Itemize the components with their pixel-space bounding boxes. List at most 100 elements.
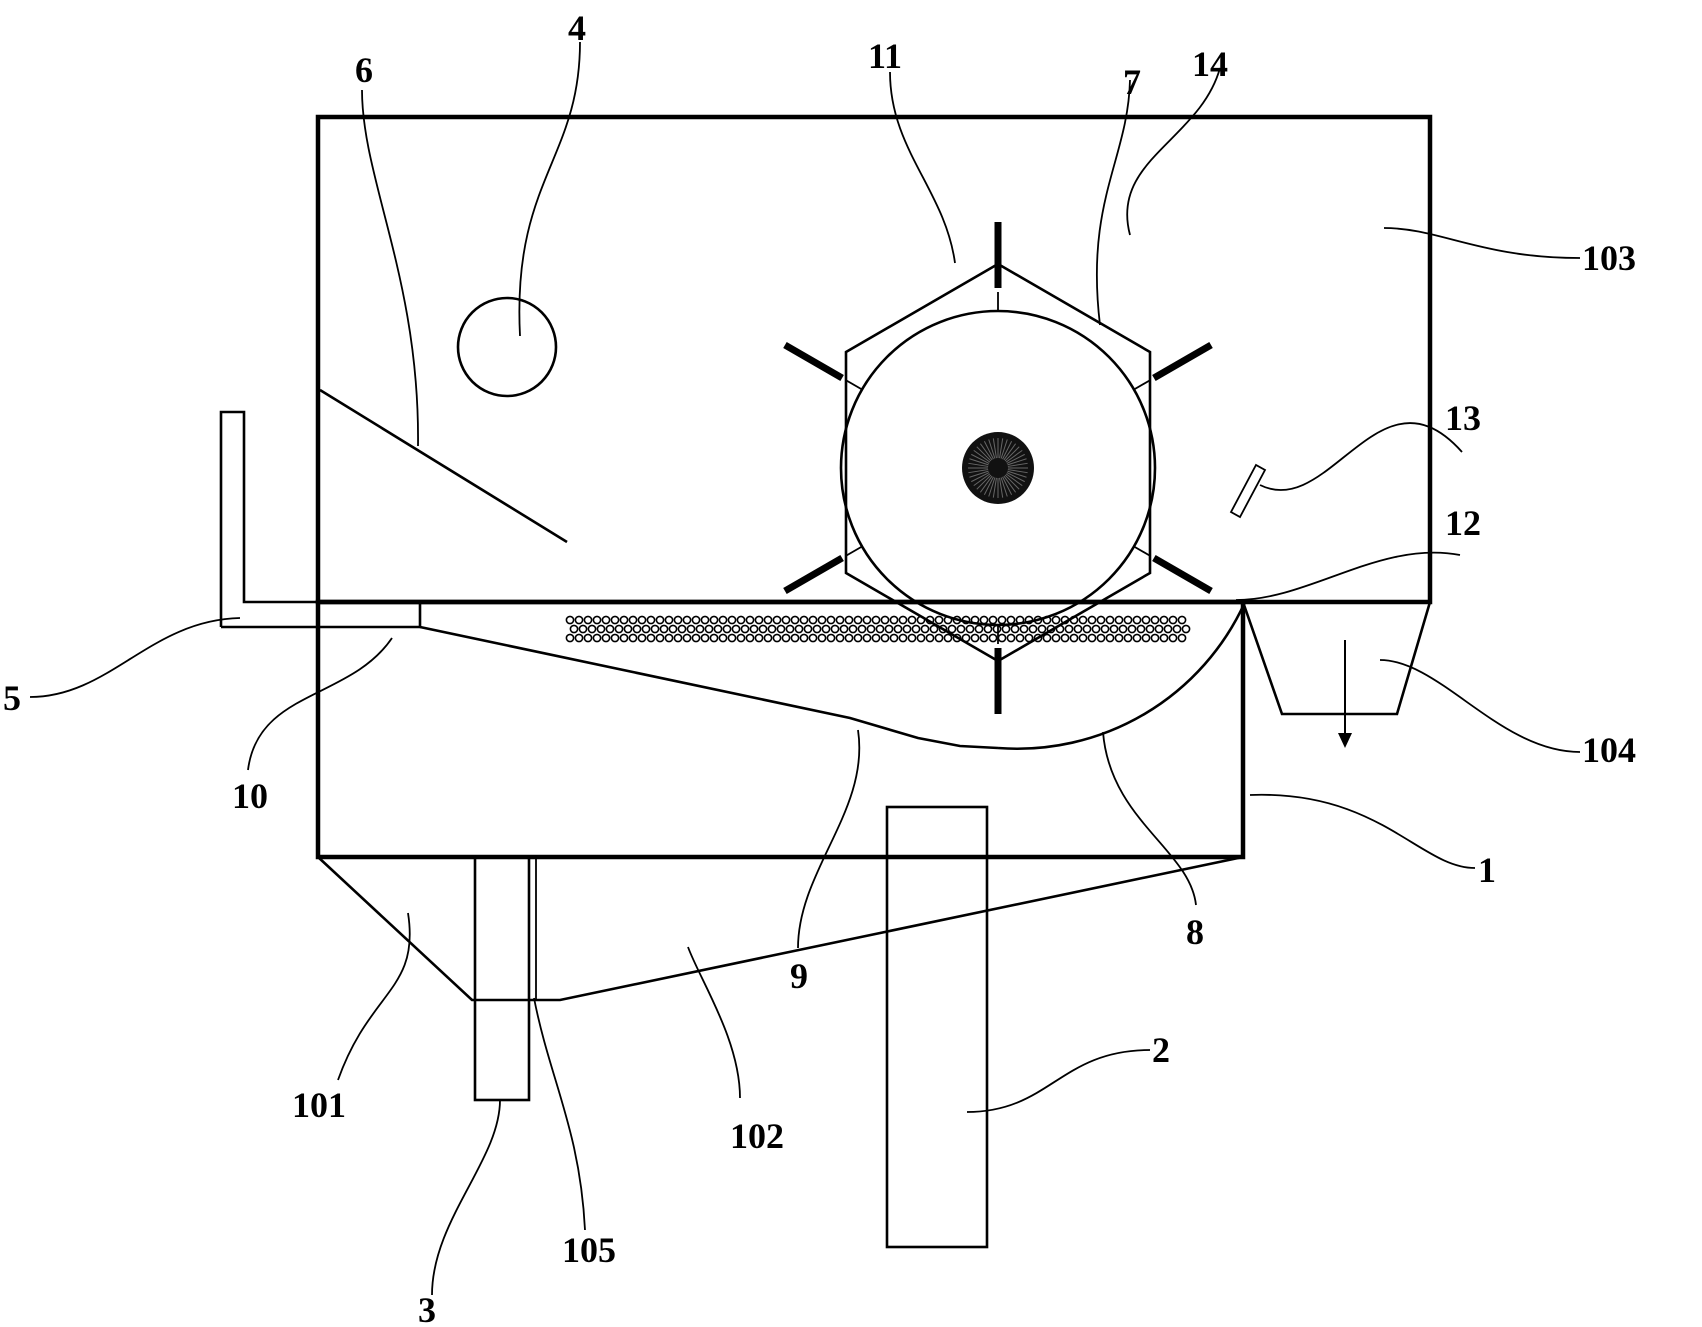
screen-hole bbox=[866, 624, 876, 634]
upper-housing bbox=[315, 114, 1433, 605]
deflector-plate bbox=[319, 388, 568, 544]
screen-hole bbox=[1037, 624, 1047, 634]
screen-hole bbox=[1096, 633, 1106, 643]
screen-hole bbox=[1001, 624, 1011, 634]
screen-hole bbox=[884, 624, 894, 634]
screen-hole bbox=[853, 633, 863, 643]
hub-tick bbox=[992, 477, 997, 498]
screen-hole bbox=[605, 624, 615, 634]
hub-tick bbox=[968, 469, 989, 474]
screen-hole bbox=[610, 615, 620, 625]
screen-hole bbox=[826, 633, 836, 643]
hub-tick bbox=[999, 438, 1004, 459]
rotor-blade bbox=[1152, 554, 1213, 595]
hub-tick bbox=[1002, 476, 1013, 495]
screen-hole bbox=[713, 624, 723, 634]
screen-hole bbox=[844, 633, 854, 643]
screen-hole bbox=[754, 633, 764, 643]
screen-hole bbox=[790, 633, 800, 643]
screen-hole bbox=[758, 624, 768, 634]
screen-hole bbox=[619, 615, 629, 625]
screen-hole bbox=[736, 615, 746, 625]
screen-hole bbox=[839, 624, 849, 634]
screen-hole bbox=[1033, 633, 1043, 643]
screen-hole bbox=[1141, 615, 1151, 625]
hub-tick bbox=[988, 477, 996, 497]
screen-hole bbox=[1042, 633, 1052, 643]
screen-hole bbox=[1064, 624, 1074, 634]
screen-hole bbox=[731, 624, 741, 634]
hub-tick bbox=[973, 449, 991, 463]
screen-hole bbox=[1105, 615, 1115, 625]
screen-hole bbox=[628, 633, 638, 643]
screen-hole bbox=[808, 615, 818, 625]
hub-tick bbox=[971, 453, 990, 464]
hub-tick bbox=[1004, 446, 1020, 462]
screen-hole bbox=[848, 624, 858, 634]
hub-tick bbox=[1004, 474, 1020, 490]
screen-hole bbox=[592, 615, 602, 625]
screen-hole bbox=[641, 624, 651, 634]
screen-hole bbox=[1105, 633, 1115, 643]
screen-hole bbox=[817, 633, 827, 643]
screen-hole bbox=[853, 615, 863, 625]
screen-hole bbox=[925, 633, 935, 643]
screen-hole bbox=[920, 624, 930, 634]
label-8: 8 bbox=[1186, 912, 1204, 952]
screen-hole bbox=[1096, 615, 1106, 625]
screen-hole bbox=[682, 615, 692, 625]
screen-hole bbox=[1010, 624, 1020, 634]
drive-column bbox=[885, 805, 989, 1249]
hub-tick bbox=[1002, 441, 1013, 460]
rotor-spoke bbox=[1133, 379, 1151, 391]
screen-hole bbox=[691, 615, 701, 625]
label-13: 13 bbox=[1445, 398, 1481, 438]
screen-hole bbox=[1159, 633, 1169, 643]
label-105: 105 bbox=[562, 1230, 616, 1270]
label-14: 14 bbox=[1192, 44, 1228, 84]
screen-hole bbox=[835, 633, 845, 643]
screen-hole bbox=[983, 624, 993, 634]
screen-hole bbox=[943, 633, 953, 643]
screen-hole bbox=[691, 633, 701, 643]
screen-hole bbox=[619, 633, 629, 643]
discharge-arrow-head bbox=[1338, 733, 1352, 748]
screen-hole bbox=[997, 615, 1007, 625]
screen-hole bbox=[1028, 624, 1038, 634]
screen-hole bbox=[740, 624, 750, 634]
screen-hole bbox=[1015, 633, 1025, 643]
screen-hole bbox=[610, 633, 620, 643]
screen-hole bbox=[862, 633, 872, 643]
screen-hole bbox=[1078, 633, 1088, 643]
screen-hole bbox=[1145, 624, 1155, 634]
screen-hole bbox=[776, 624, 786, 634]
screen-hole bbox=[664, 615, 674, 625]
label-103: 103 bbox=[1582, 238, 1636, 278]
screen-hole bbox=[709, 615, 719, 625]
screen-hole bbox=[947, 624, 957, 634]
screen-hole bbox=[574, 633, 584, 643]
screen-hole bbox=[826, 615, 836, 625]
screen-hole bbox=[902, 624, 912, 634]
screen-hole bbox=[1181, 624, 1191, 634]
screen-hole bbox=[583, 633, 593, 643]
screen-hole bbox=[592, 633, 602, 643]
hub-tick bbox=[979, 475, 993, 493]
screen-hole bbox=[601, 633, 611, 643]
screen-hole bbox=[682, 633, 692, 643]
rotor-blade bbox=[1152, 341, 1213, 382]
screen-hole bbox=[803, 624, 813, 634]
label-9: 9 bbox=[790, 956, 808, 996]
screen-hole bbox=[821, 624, 831, 634]
screen-hole bbox=[1006, 633, 1016, 643]
screen-hole bbox=[898, 615, 908, 625]
hub-tick bbox=[983, 441, 994, 460]
screen-hole bbox=[673, 615, 683, 625]
screen-hole bbox=[1087, 615, 1097, 625]
screen-hole bbox=[781, 615, 791, 625]
screen-hole bbox=[1073, 624, 1083, 634]
screen-hole bbox=[1154, 624, 1164, 634]
discharge-hopper bbox=[1241, 601, 1432, 716]
screen-hole bbox=[1150, 615, 1160, 625]
screen-hole bbox=[785, 624, 795, 634]
